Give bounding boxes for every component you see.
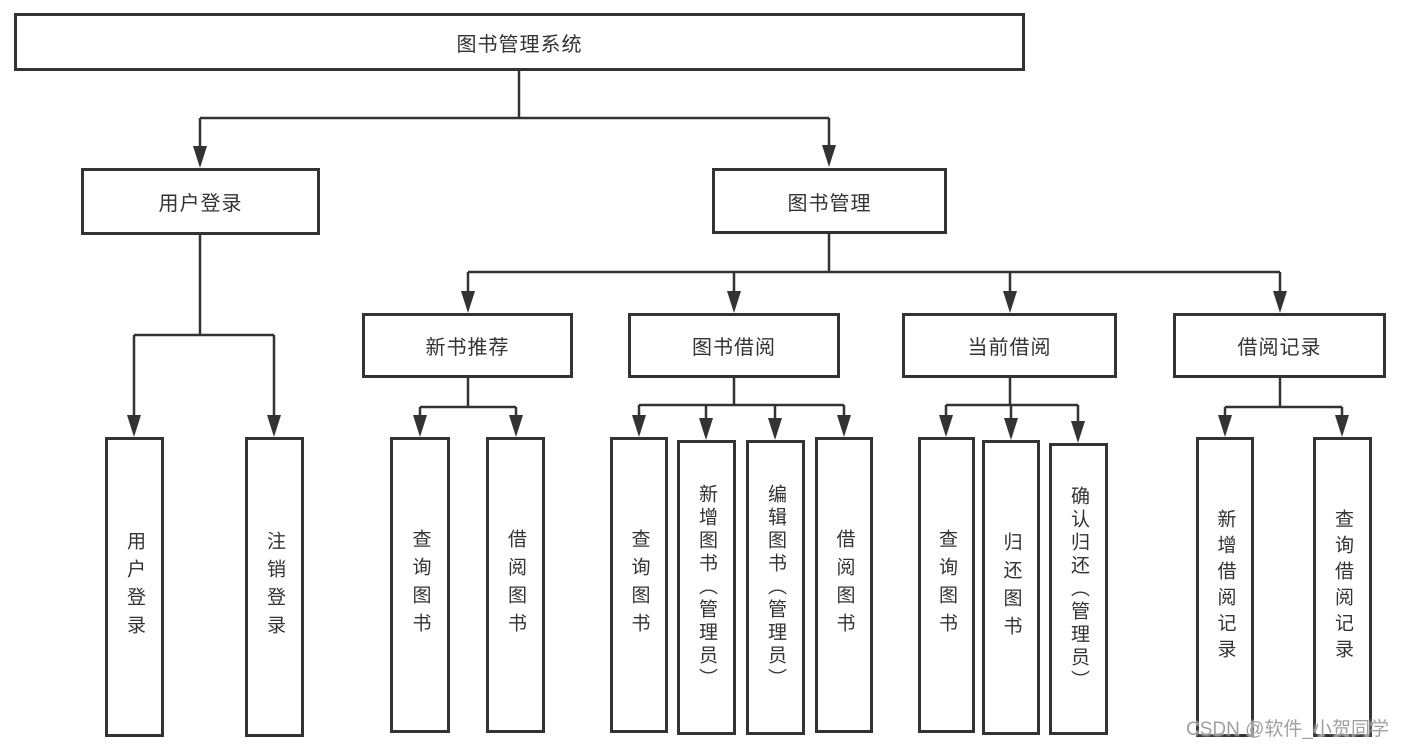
node-logout-login: 注销登录 <box>245 437 304 737</box>
node-new-book-recommendation: 新书推荐 <box>362 313 573 378</box>
node-library-management-system: 图书管理系统 <box>14 13 1025 71</box>
watermark: CSDN @软件_小贺同学 <box>1186 719 1389 740</box>
node-add-borrowing-record: 新增借阅记录 <box>1196 437 1254 737</box>
node-book-management: 图书管理 <box>712 168 947 234</box>
node-confirm-return-admin: 确认归还（管理员） <box>1049 443 1108 735</box>
node-borrow-books-1: 借阅图书 <box>486 437 545 733</box>
node-query-books-3: 查询图书 <box>918 437 975 733</box>
node-query-books-1: 查询图书 <box>390 437 450 733</box>
node-return-books: 归还图书 <box>982 440 1040 735</box>
node-query-books-2: 查询图书 <box>610 437 668 733</box>
node-borrowing-records: 借阅记录 <box>1173 313 1386 378</box>
node-book-borrowing: 图书借阅 <box>628 313 840 378</box>
node-user-login-branch: 用户登录 <box>81 168 320 235</box>
node-query-borrowing-record: 查询借阅记录 <box>1313 437 1372 737</box>
node-user-login: 用户登录 <box>105 437 164 737</box>
node-add-books-admin: 新增图书（管理员） <box>677 440 736 735</box>
node-borrow-books-2: 借阅图书 <box>815 437 873 733</box>
node-edit-books-admin: 编辑图书（管理员） <box>746 440 805 735</box>
arrowheads <box>127 145 1349 443</box>
node-current-borrowing: 当前借阅 <box>902 313 1117 378</box>
